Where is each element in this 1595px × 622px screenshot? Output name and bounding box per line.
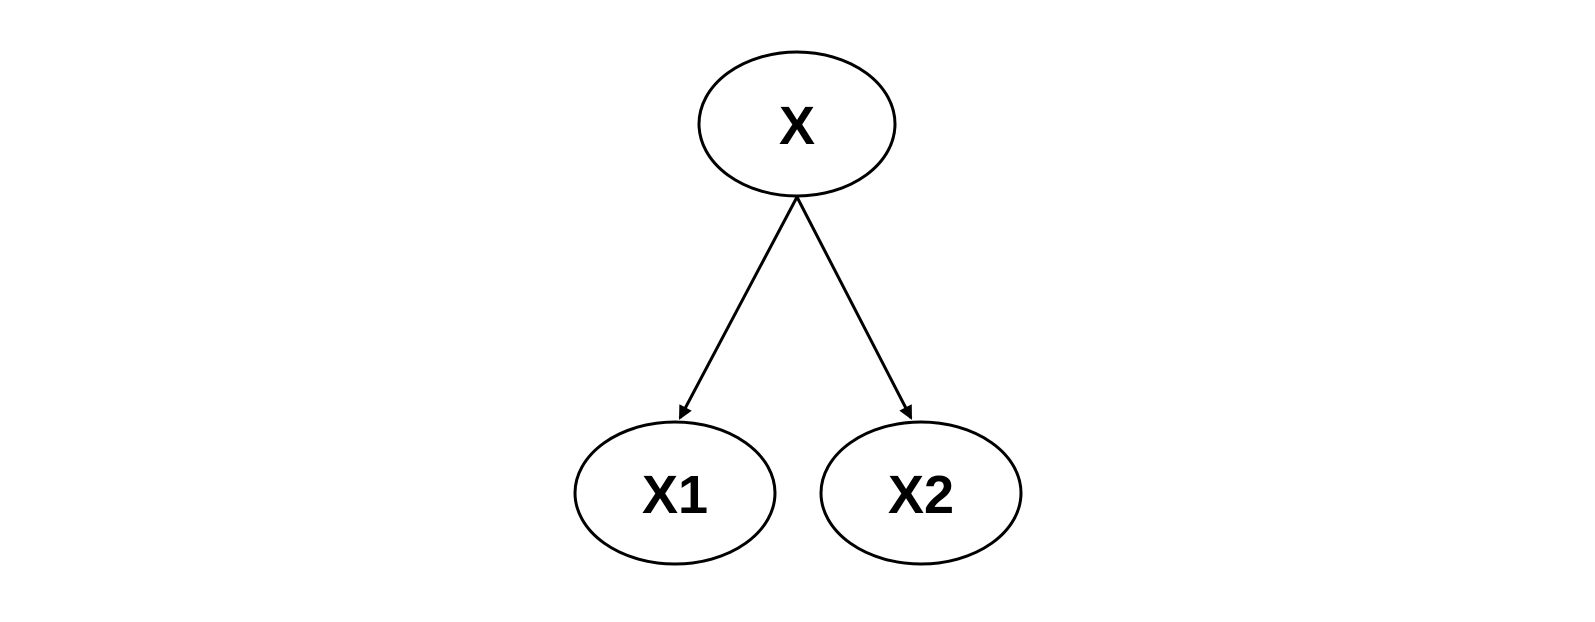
node-x: X — [697, 50, 897, 198]
edges-layer — [678, 196, 913, 420]
node-x2: X2 — [819, 420, 1023, 566]
node-x1: X1 — [573, 420, 777, 566]
edge-x-to-x2 — [795, 196, 913, 420]
node-label-x2: X2 — [888, 465, 954, 525]
nodes-layer: X X1 X2 — [573, 50, 1023, 566]
node-ellipse-x2 — [819, 420, 1023, 566]
node-label-x1: X1 — [642, 465, 708, 525]
node-ellipse-x — [697, 50, 897, 198]
node-ellipse-x1 — [573, 420, 777, 566]
edge-x-to-x1 — [678, 196, 799, 420]
node-label-x: X — [779, 96, 815, 156]
